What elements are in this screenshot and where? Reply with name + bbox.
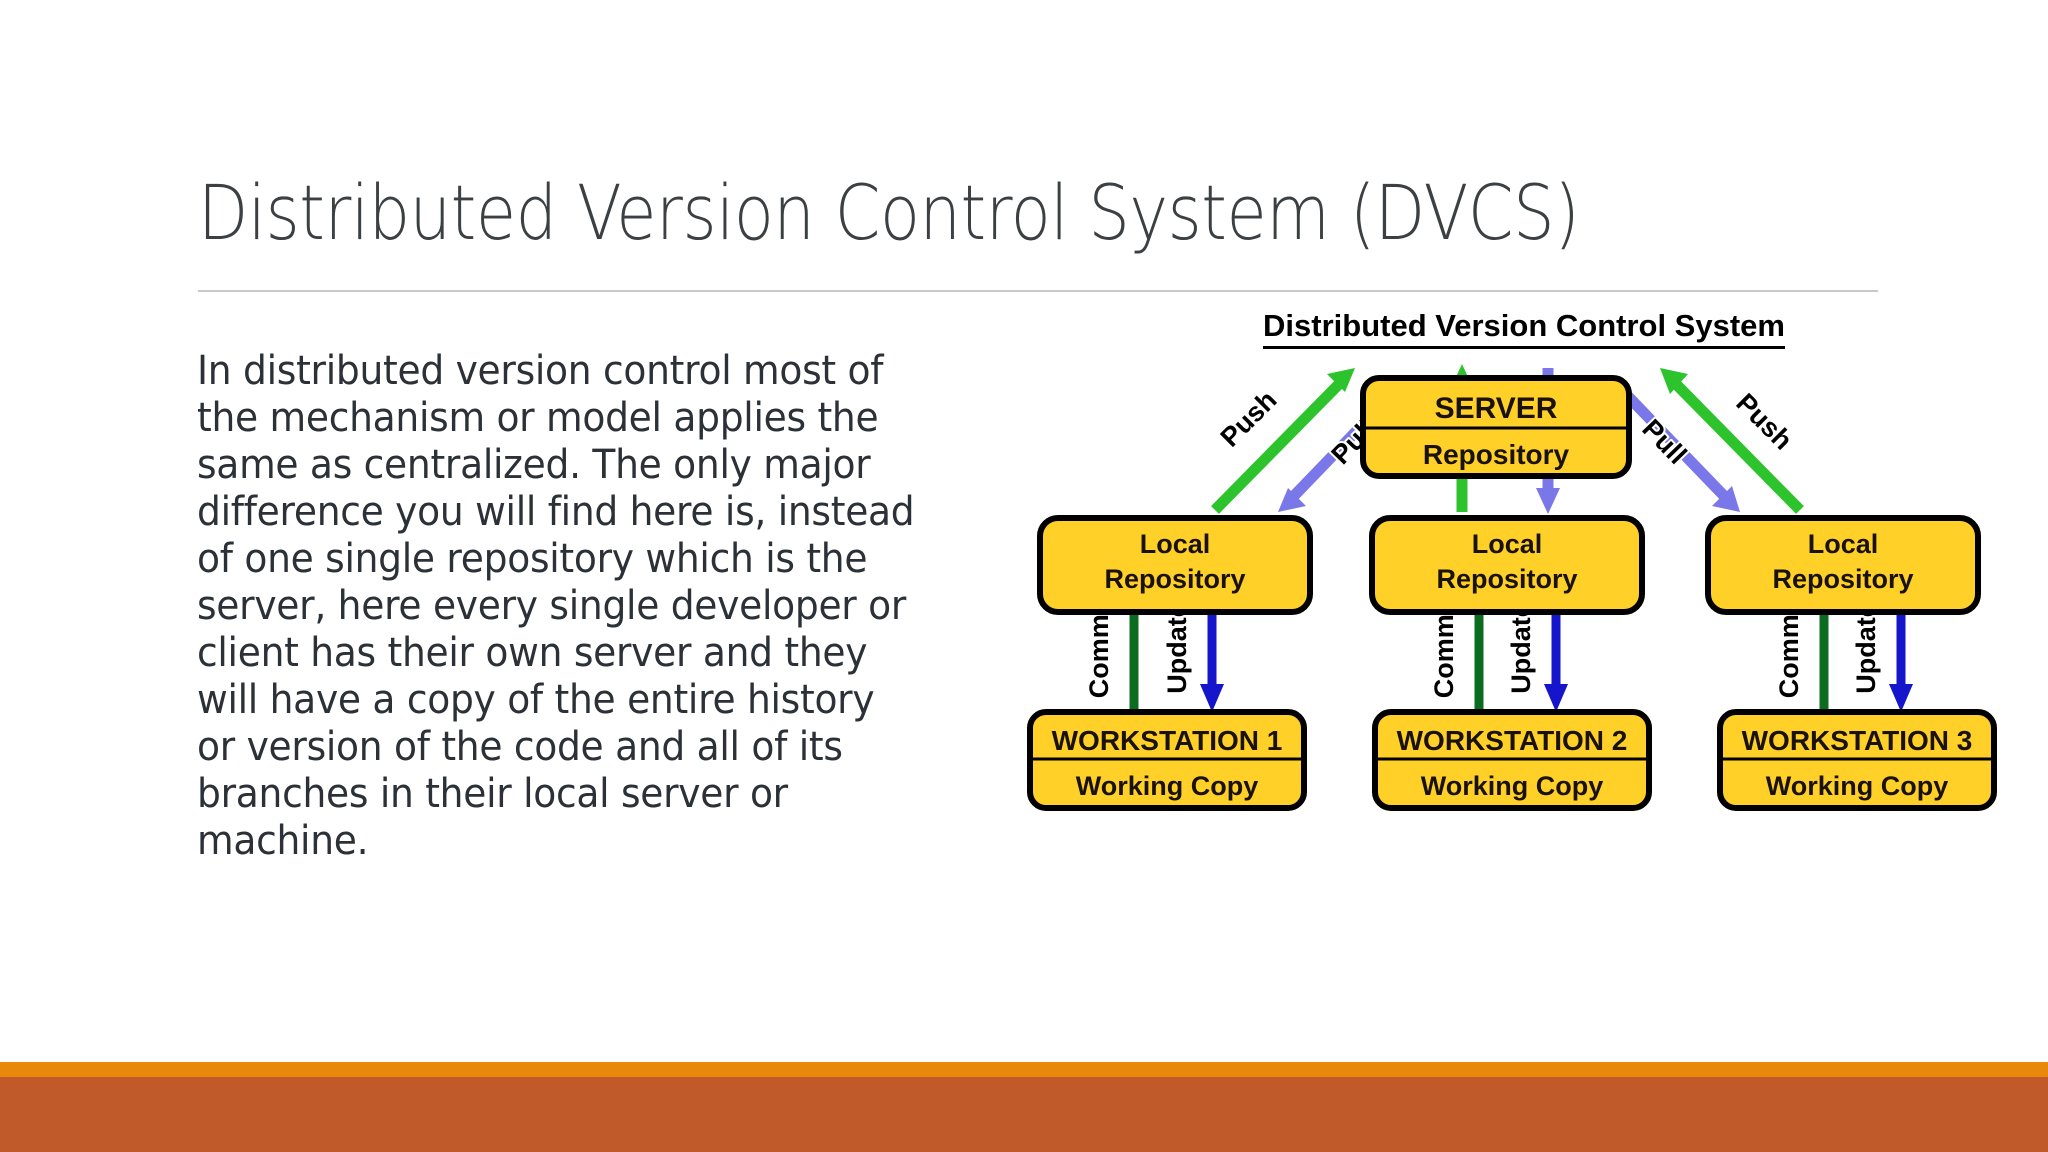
workstation-sub-1: Working Copy — [1076, 771, 1259, 801]
server-sub: Repository — [1423, 439, 1570, 470]
diagram-title: Distributed Version Control System — [1000, 308, 2048, 349]
workstation-header-2: WORKSTATION 2 — [1397, 725, 1628, 756]
local-repo-line2-1: Repository — [1104, 564, 1245, 594]
local-repo-box-3[interactable]: Local Repository — [1705, 515, 1981, 615]
arrow-push-right — [1660, 368, 1804, 514]
page-title: Distributed Version Control System (DVCS… — [198, 168, 1580, 257]
arrow-pull-right — [1616, 384, 1740, 512]
server-box[interactable]: SERVER Repository — [1360, 375, 1632, 479]
workstation-header-3: WORKSTATION 3 — [1742, 725, 1973, 756]
arrow-label-update-center: Update — [1506, 602, 1536, 694]
workstation-box-1[interactable]: WORKSTATION 1 Working Copy — [1027, 709, 1307, 811]
server-header: SERVER — [1435, 392, 1558, 425]
local-repo-line2-3: Repository — [1772, 564, 1913, 594]
workstation-box-2[interactable]: WORKSTATION 2 Working Copy — [1372, 709, 1652, 811]
body-paragraph: In distributed version control most of t… — [197, 348, 915, 864]
local-repo-line2-2: Repository — [1436, 564, 1577, 594]
title-divider — [198, 290, 1878, 292]
diagram-graphic: Push Pull Push Pull — [1027, 364, 1997, 811]
local-repo-line1-3: Local — [1808, 529, 1879, 559]
arrow-label-update-right: Update — [1851, 602, 1881, 694]
workstation-sub-2: Working Copy — [1421, 771, 1604, 801]
workstation-sub-3: Working Copy — [1766, 771, 1949, 801]
arrow-label-push-left: Push — [1215, 385, 1283, 453]
local-repo-line1-2: Local — [1472, 529, 1543, 559]
arrow-push-left — [1211, 368, 1355, 514]
local-repo-box-2[interactable]: Local Repository — [1369, 515, 1645, 615]
workstation-box-3[interactable]: WORKSTATION 3 Working Copy — [1717, 709, 1997, 811]
diagram-title-text: Distributed Version Control System — [1263, 308, 1785, 349]
dvcs-diagram: Distributed Version Control System Push … — [1000, 300, 2048, 1040]
local-repo-line1-1: Local — [1140, 529, 1211, 559]
arrow-label-update-left: Update — [1162, 602, 1192, 694]
workstation-header-1: WORKSTATION 1 — [1052, 725, 1283, 756]
footer-band — [0, 1077, 2048, 1152]
local-repo-box-1[interactable]: Local Repository — [1037, 515, 1313, 615]
footer-accent-bar — [0, 1062, 2048, 1077]
